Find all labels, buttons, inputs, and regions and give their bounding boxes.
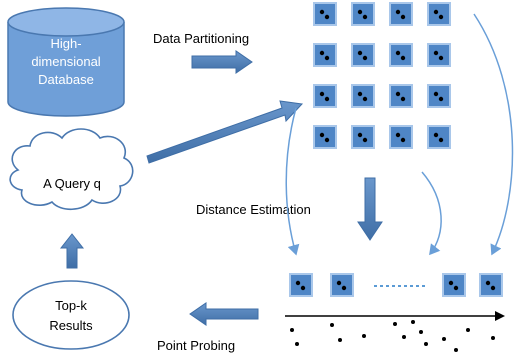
- estimation-arrow: [357, 177, 383, 241]
- partitioning-arrow: [191, 50, 253, 74]
- point-probing-label: Point Probing: [157, 338, 235, 353]
- partition-cell: [313, 84, 337, 108]
- candidate-cell: [289, 273, 313, 297]
- partition-cell: [389, 125, 413, 149]
- query-to-grid-arrow: [146, 100, 304, 164]
- partition-grid: [313, 2, 451, 149]
- query-cloud: A Query q: [9, 128, 134, 211]
- partition-cell: [389, 43, 413, 67]
- database-cylinder: High- dimensional Database: [7, 7, 125, 117]
- partition-cell: [427, 84, 451, 108]
- results-to-query-arrow: [59, 233, 85, 269]
- partition-cell: [313, 43, 337, 67]
- database-label-line3: Database: [38, 72, 94, 87]
- candidate-cell: [479, 273, 503, 297]
- partition-cell: [313, 125, 337, 149]
- database-label-line1: High-: [50, 36, 81, 51]
- query-label: A Query q: [43, 176, 101, 191]
- partition-cell: [389, 84, 413, 108]
- partition-cell: [351, 2, 375, 26]
- partition-cell: [351, 43, 375, 67]
- curve-arrow-middle: [421, 171, 442, 256]
- curve-arrow-left: [285, 107, 300, 256]
- candidate-cells: [289, 273, 503, 297]
- candidate-cell: [330, 273, 354, 297]
- database-label-line2: dimensional: [31, 54, 100, 69]
- candidate-cell: [442, 273, 466, 297]
- partition-cell: [389, 2, 413, 26]
- partition-cell: [351, 125, 375, 149]
- results-label-line1: Top-k: [55, 298, 87, 313]
- partition-cell: [351, 84, 375, 108]
- probing-arrow: [189, 302, 259, 326]
- partition-cell: [427, 2, 451, 26]
- partition-cell: [313, 2, 337, 26]
- distance-estimation-label: Distance Estimation: [196, 202, 311, 217]
- probed-points: [290, 320, 495, 352]
- data-partitioning-label: Data Partitioning: [153, 31, 249, 46]
- curve-arrow-right: [473, 13, 514, 256]
- partition-cell: [427, 43, 451, 67]
- topk-results-ellipse: Top-k Results: [12, 280, 130, 350]
- results-label-line2: Results: [49, 318, 93, 333]
- partition-cell: [427, 125, 451, 149]
